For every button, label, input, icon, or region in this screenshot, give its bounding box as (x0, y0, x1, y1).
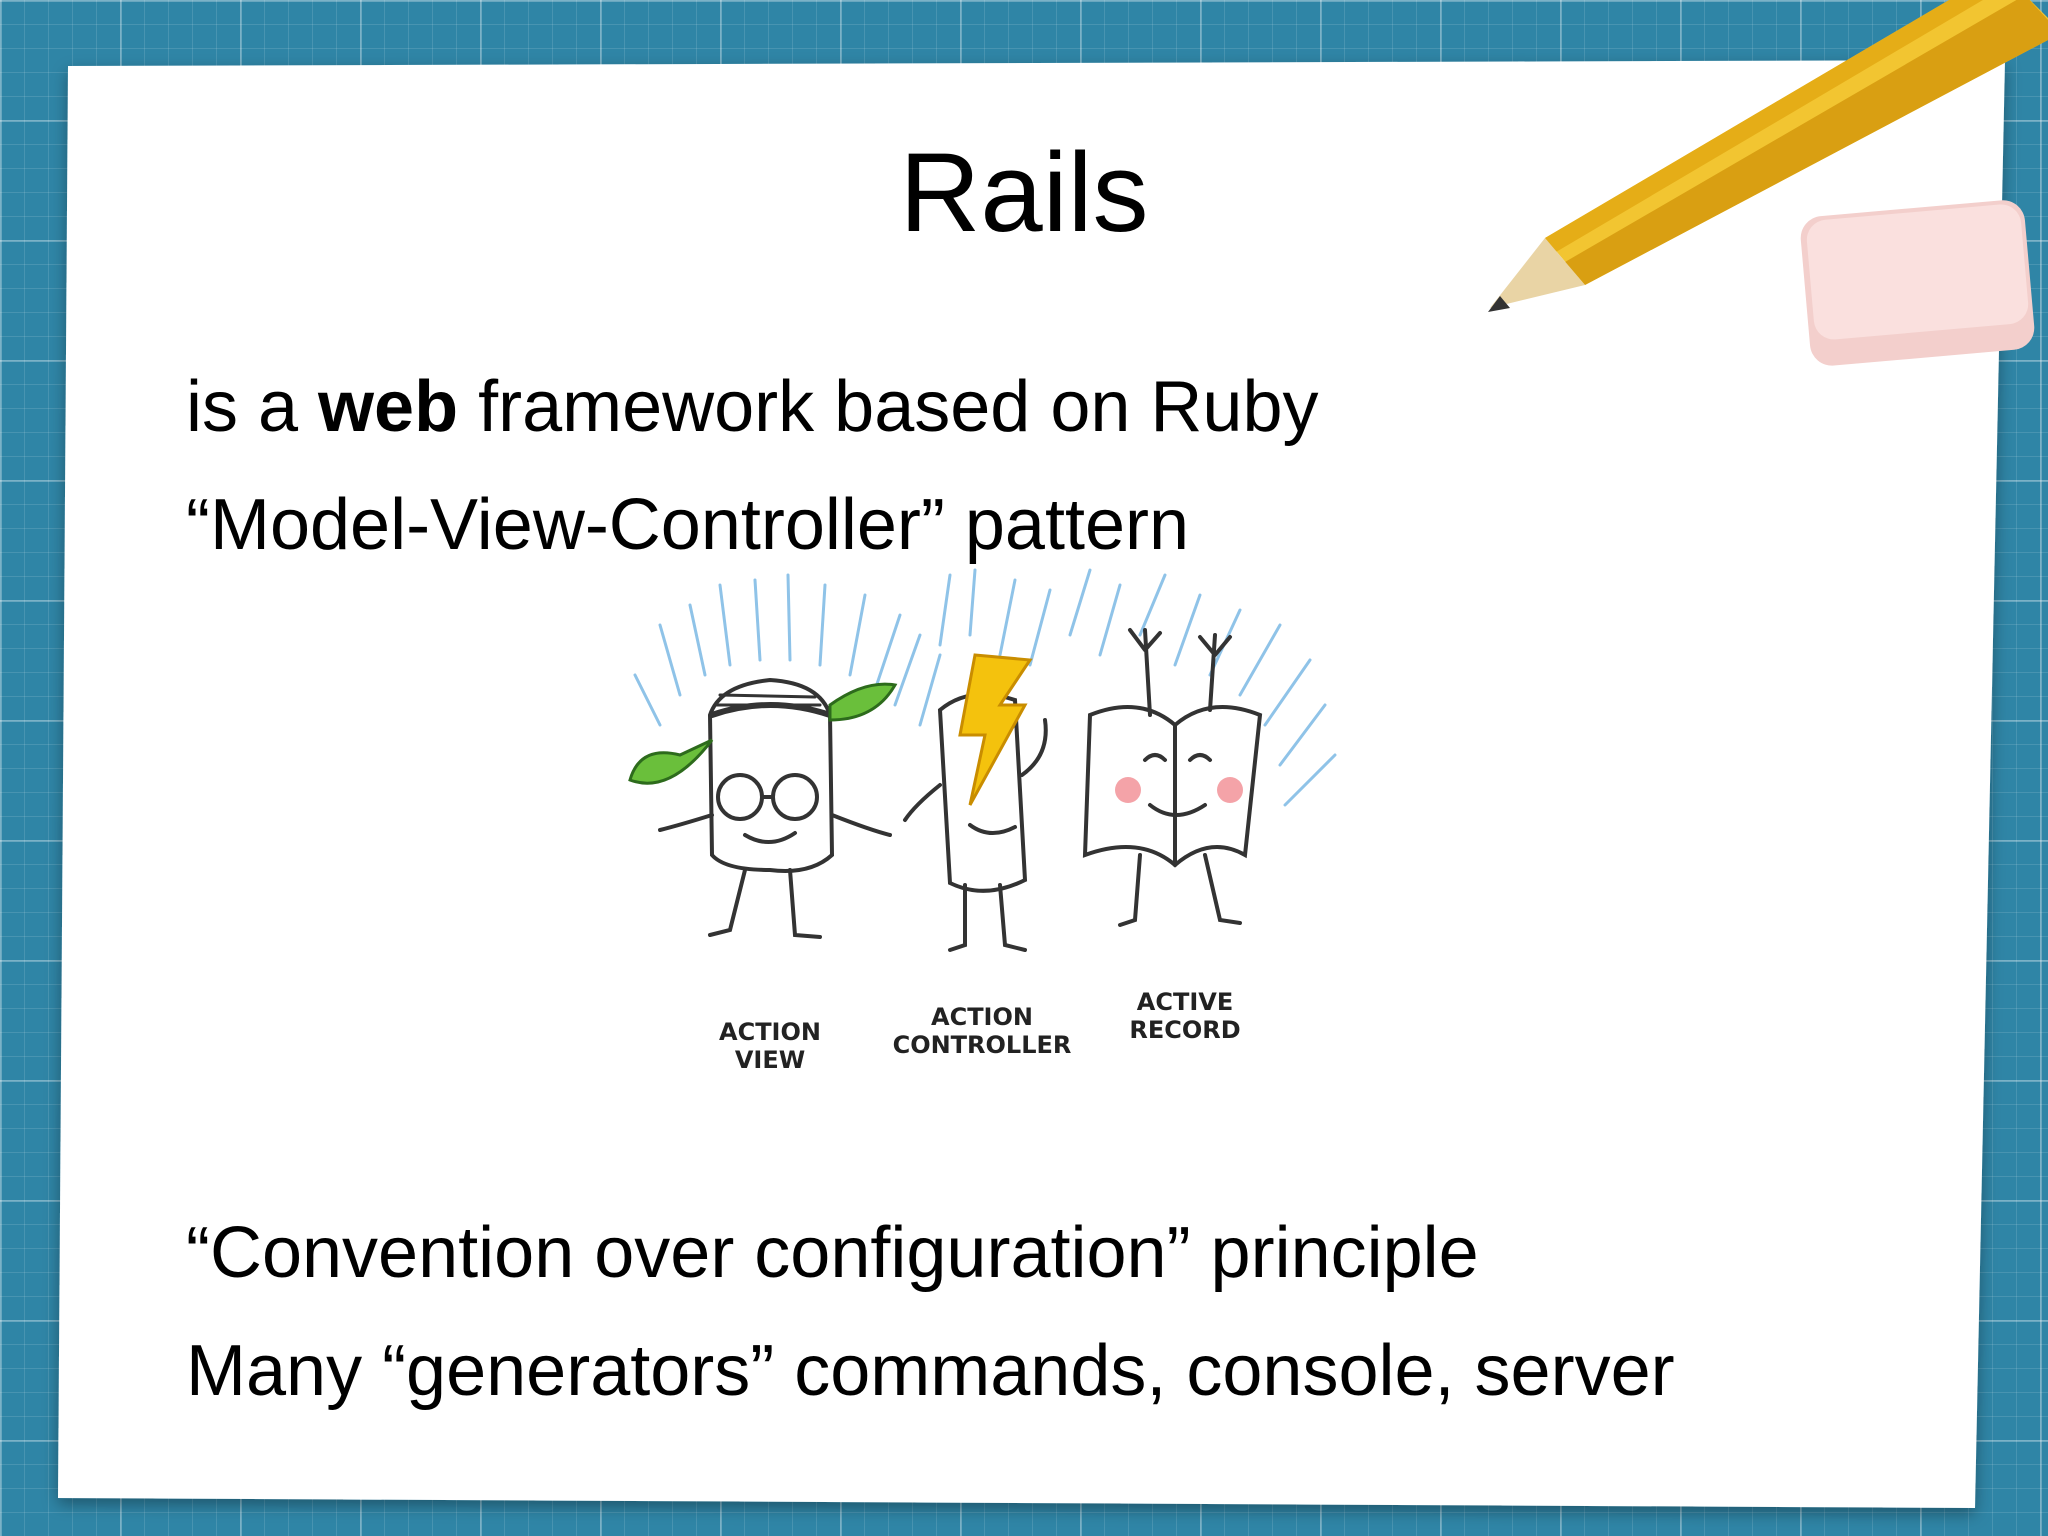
line1-bold-web: web (318, 367, 459, 447)
label-active-record-1: ACTIVE (1137, 988, 1233, 1016)
action-controller-character (903, 653, 1048, 952)
character-labels: ACTION VIEW ACTION CONTROLLER ACTIVE REC… (719, 988, 1241, 1074)
line1-prefix: is a (186, 367, 319, 447)
rays-decoration (633, 568, 1337, 807)
bullet-mvc: “Model-View-Controller” pattern (186, 485, 1190, 565)
line1-suffix: framework based on Ruby (458, 367, 1319, 447)
active-record-character (1082, 628, 1263, 927)
slide-title: Rails (899, 130, 1149, 255)
label-action-view-2: VIEW (735, 1046, 805, 1074)
bullet-web-framework: is a web framework based on Ruby (186, 366, 1319, 448)
bullet-convention: “Convention over configuration” principl… (186, 1213, 1479, 1293)
bullet-generators: Many “generators” commands, console, ser… (186, 1331, 1675, 1411)
action-view-character (628, 677, 898, 939)
label-action-controller-1: ACTION (931, 1003, 1033, 1031)
label-action-controller-2: CONTROLLER (893, 1031, 1072, 1059)
mvc-illustration: ACTION VIEW ACTION CONTROLLER ACTIVE REC… (628, 568, 1337, 1074)
label-action-view-1: ACTION (719, 1018, 821, 1046)
label-active-record-2: RECORD (1129, 1016, 1240, 1044)
